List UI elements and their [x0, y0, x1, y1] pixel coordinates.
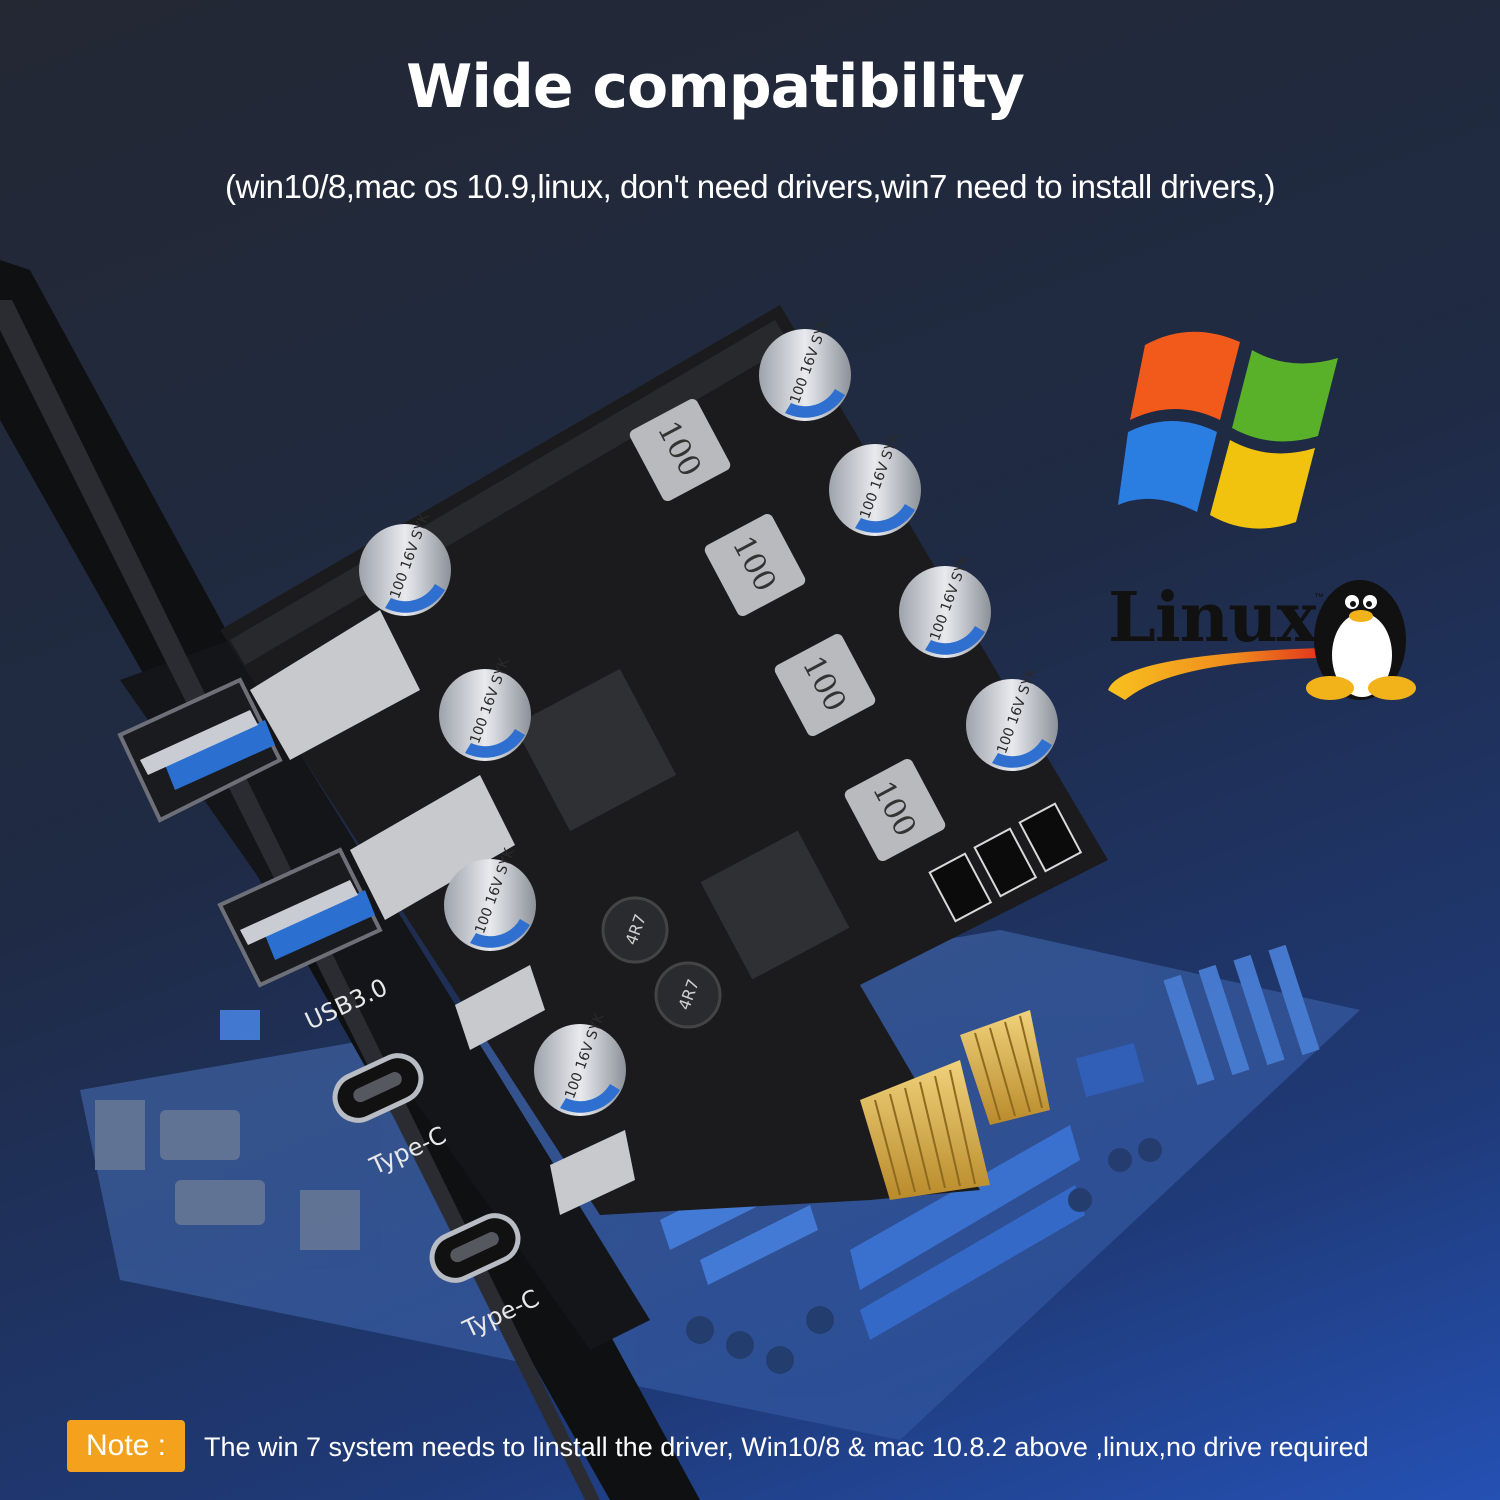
controller-chip — [700, 830, 850, 980]
controller-chip — [513, 668, 677, 832]
capacitor: 100 16V SYK — [534, 1010, 626, 1116]
usb-c-port — [429, 1213, 521, 1283]
compatibility-subtitle: (win10/8,mac os 10.9,linux, don't need d… — [224, 168, 1276, 205]
usb-a-port — [117, 677, 283, 823]
page-title: Wide compatibility — [406, 52, 1025, 122]
note-text: The win 7 system needs to linstall the d… — [204, 1432, 1369, 1462]
capacitor: 100 16V SYK — [444, 845, 536, 951]
linux-trademark: ™ — [1314, 592, 1324, 603]
penguin-icon — [1306, 580, 1416, 700]
capacitor: 100 16V SYK — [759, 315, 851, 421]
usb-c-port — [332, 1053, 424, 1123]
capacitor: 100 16V SYK — [899, 552, 991, 658]
capacitor: 100 16V SYK — [829, 430, 921, 536]
usb-a-port — [217, 847, 383, 988]
linux-wordmark: Linux — [1108, 578, 1317, 658]
small-inductor: 4R7 — [601, 896, 669, 964]
capacitor: 100 16V SYK — [359, 510, 451, 616]
capacitor: 100 16V SYK — [966, 665, 1058, 771]
windows-flag-icon — [1118, 331, 1338, 529]
inductor: 100 — [704, 513, 806, 617]
note-badge: Note : — [67, 1420, 185, 1472]
linux-swoosh — [1108, 648, 1320, 700]
inductor: 100 — [774, 633, 876, 737]
pcie-gold-contacts — [860, 1010, 1050, 1200]
inductor: 100 — [844, 758, 946, 862]
capacitor: 100 16V SYK — [439, 655, 531, 761]
small-inductor: 4R7 — [654, 961, 722, 1029]
inductor: 100 — [629, 398, 731, 502]
